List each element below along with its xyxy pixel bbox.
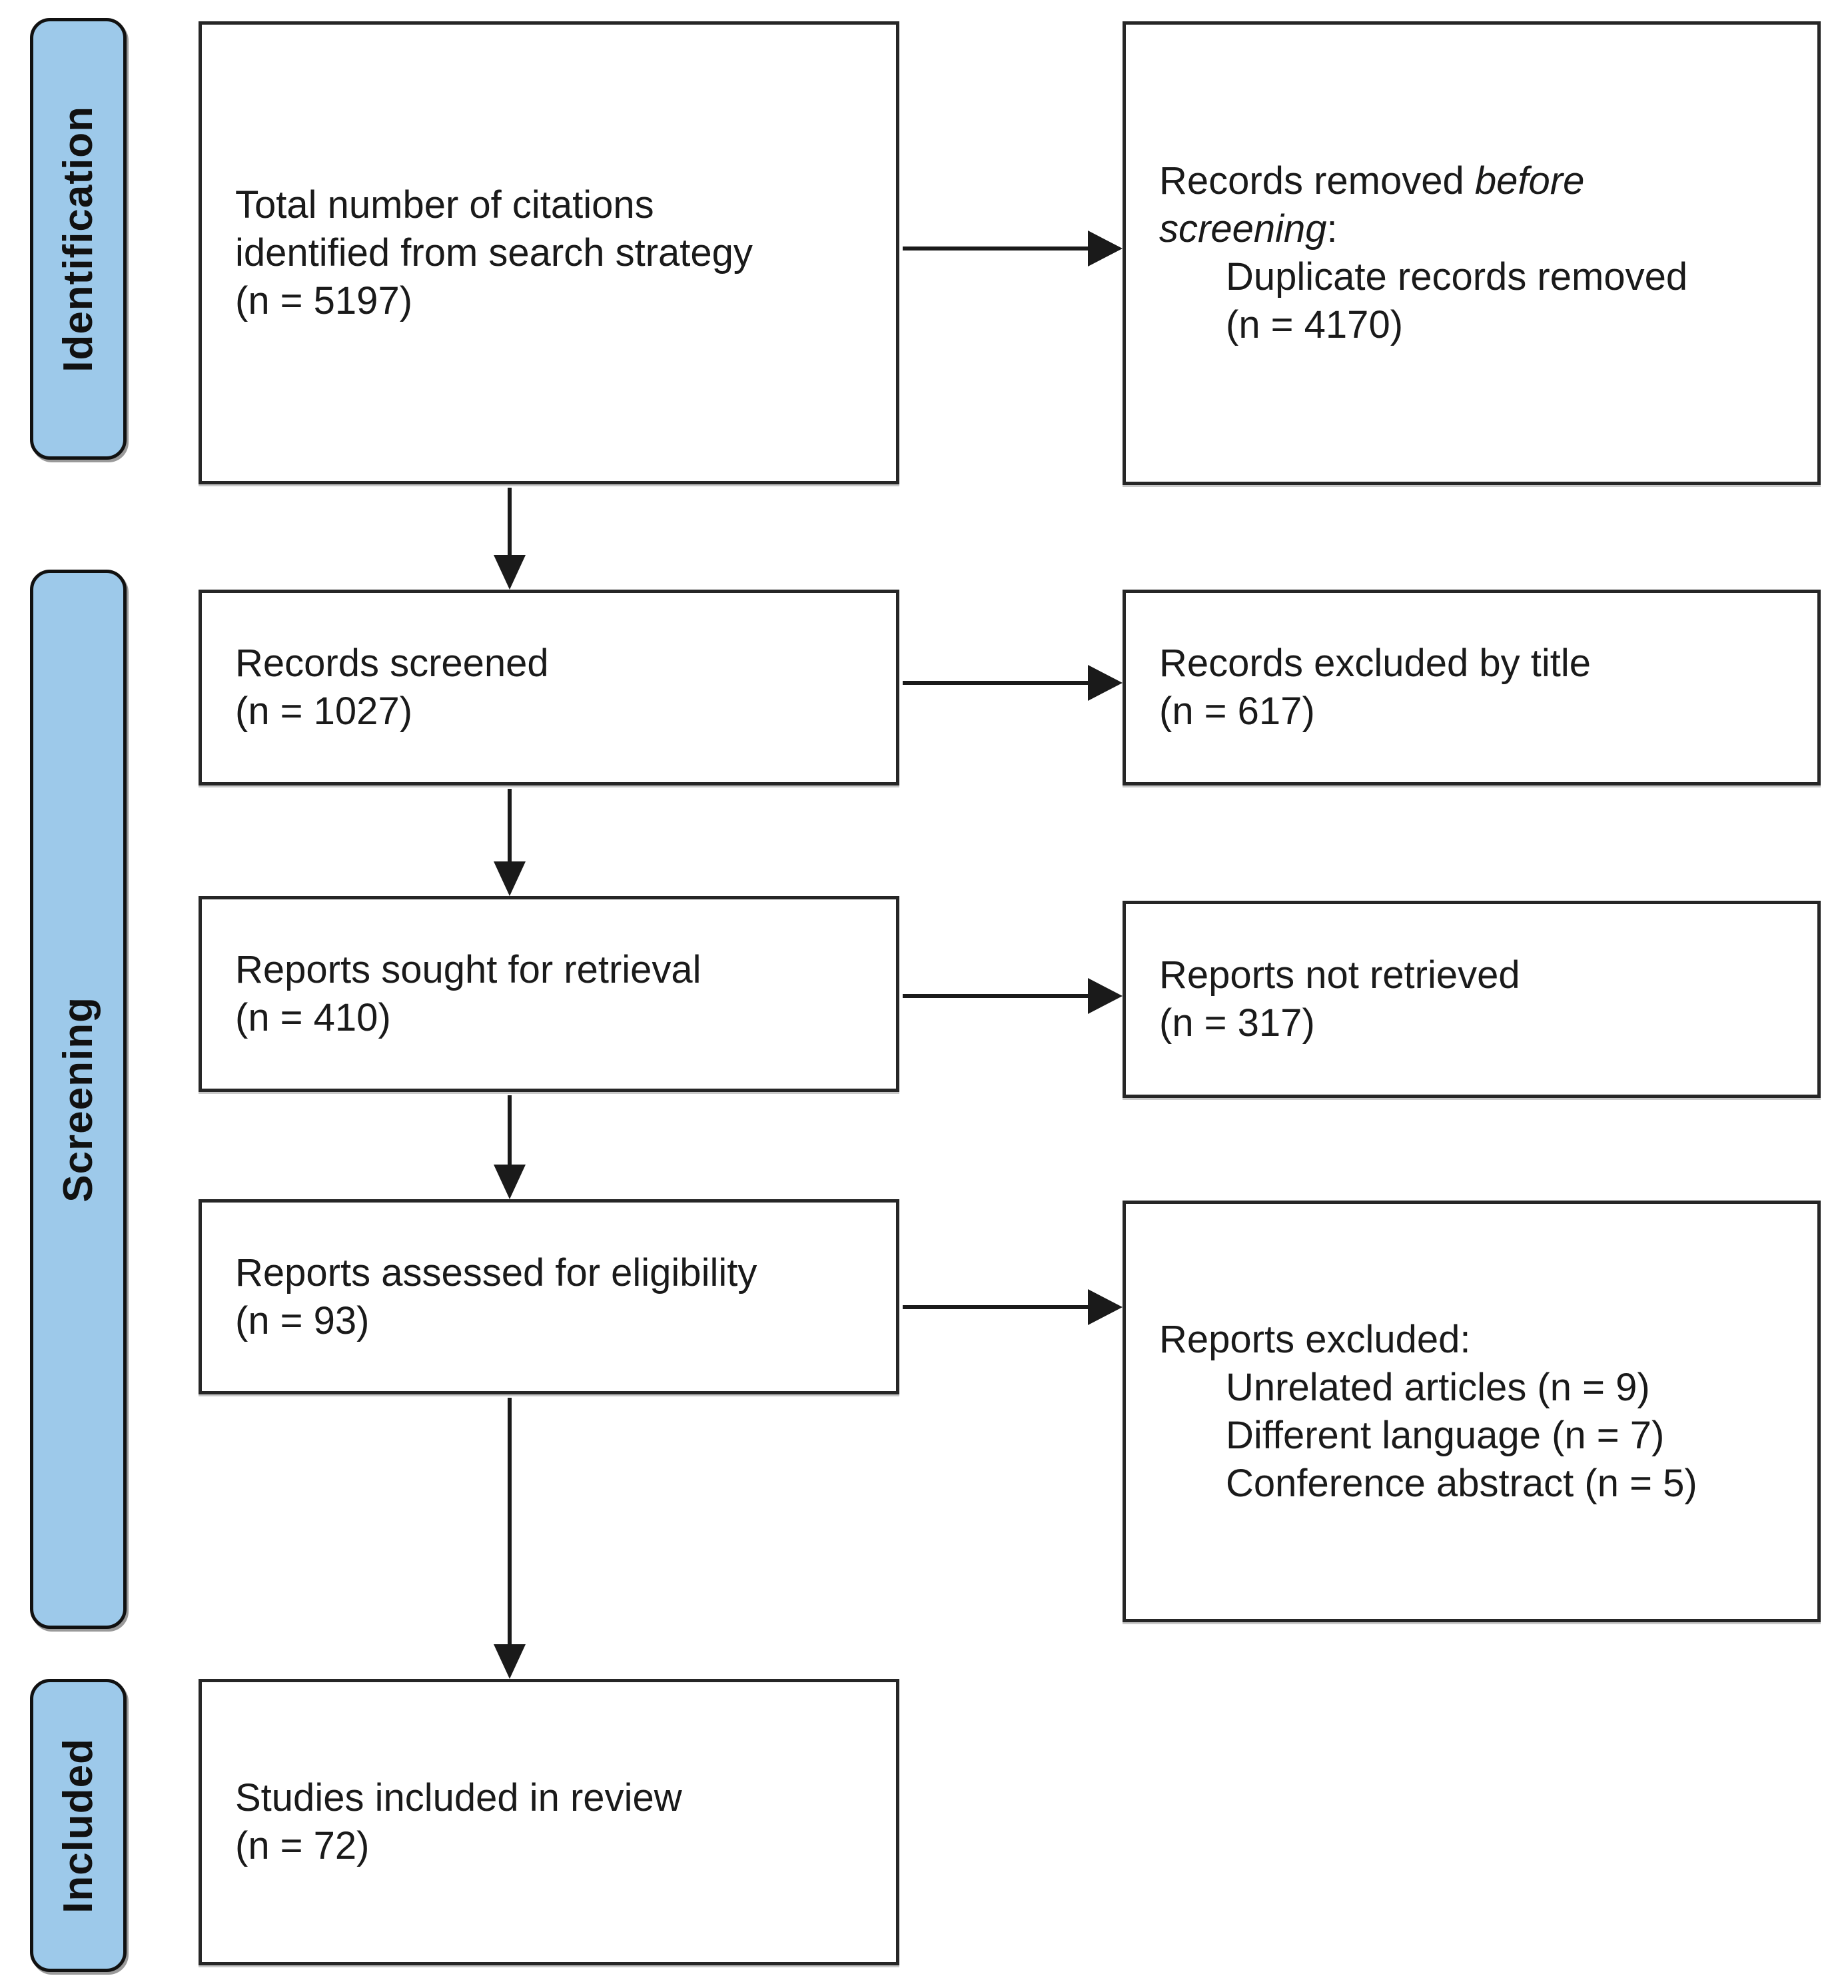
stage-identification: Identification	[30, 18, 127, 460]
box-records-screened: Records screened (n = 1027)	[199, 590, 899, 785]
box-excluded-title-line-1: Records excluded by title	[1159, 642, 1591, 685]
box-reports-assessed-line-1: Reports assessed for eligibility	[235, 1250, 757, 1294]
box-reports-sought-count: (n = 410)	[235, 996, 391, 1039]
box-not-retrieved-count: (n = 317)	[1159, 1001, 1315, 1045]
arrow-citations-to-screened-line	[508, 488, 512, 558]
box-studies-included-line-1: Studies included in review	[235, 1776, 682, 1819]
box-reports-sought: Reports sought for retrieval (n = 410)	[199, 896, 899, 1092]
box-reports-excluded-item-1: Unrelated articles (n = 9)	[1226, 1365, 1650, 1409]
box-records-screened-count: (n = 1027)	[235, 690, 413, 733]
box-reports-excluded-heading: Reports excluded:	[1159, 1317, 1471, 1361]
arrow-screened-to-excluded-line	[903, 681, 1091, 685]
box-studies-included: Studies included in review (n = 72)	[199, 1679, 899, 1965]
arrow-sought-to-not-retrieved-line	[903, 994, 1091, 998]
records-removed-colon: :	[1326, 207, 1338, 250]
arrow-sought-to-assessed-head	[494, 1165, 526, 1199]
box-studies-included-count: (n = 72)	[235, 1824, 370, 1867]
arrow-assessed-to-included-line	[508, 1398, 512, 1647]
box-citations-count: (n = 5197)	[235, 278, 413, 322]
arrow-screened-to-sought-line	[508, 789, 512, 864]
stage-included: Included	[30, 1679, 127, 1972]
records-removed-italic-before: before	[1474, 159, 1585, 203]
arrow-citations-to-removed-line	[903, 247, 1091, 250]
box-reports-assessed-count: (n = 93)	[235, 1298, 370, 1342]
records-removed-normal-text: Records removed	[1159, 159, 1464, 203]
box-not-retrieved-line-1: Reports not retrieved	[1159, 953, 1520, 997]
box-records-removed-duplicates: Duplicate records removed	[1226, 255, 1688, 298]
box-records-removed-count: (n = 4170)	[1226, 303, 1404, 346]
box-records-removed-line-1: Records removed before	[1159, 157, 1805, 205]
box-reports-excluded-item-3: Conference abstract (n = 5)	[1226, 1461, 1697, 1505]
arrow-screened-to-excluded-head	[1088, 665, 1123, 701]
records-removed-italic-screening: screening	[1159, 207, 1327, 250]
box-citations-identified: Total number of citations identified fro…	[199, 21, 899, 484]
box-reports-excluded-item-2: Different language (n = 7)	[1226, 1413, 1665, 1457]
arrow-screened-to-sought-head	[494, 861, 526, 896]
box-records-excluded-by-title: Records excluded by title (n = 617)	[1123, 590, 1821, 785]
box-reports-assessed: Reports assessed for eligibility (n = 93…	[199, 1199, 899, 1394]
box-reports-not-retrieved: Reports not retrieved (n = 317)	[1123, 901, 1821, 1098]
box-records-removed-before-screening: Records removed before screening: Duplic…	[1123, 21, 1821, 485]
arrow-sought-to-not-retrieved-head	[1088, 978, 1123, 1014]
arrow-citations-to-screened-head	[494, 555, 526, 590]
box-records-screened-line-1: Records screened	[235, 642, 549, 685]
box-citations-line-1: Total number of citations	[235, 183, 654, 227]
arrow-sought-to-assessed-line	[508, 1095, 512, 1167]
arrow-assessed-to-included-head	[494, 1644, 526, 1679]
box-citations-line-2: identified from search strategy	[235, 231, 753, 274]
stage-identification-label: Identification	[55, 105, 101, 372]
box-excluded-title-count: (n = 617)	[1159, 690, 1315, 733]
arrow-assessed-to-excluded-line	[903, 1305, 1091, 1309]
box-reports-sought-line-1: Reports sought for retrieval	[235, 948, 701, 991]
arrow-citations-to-removed-head	[1088, 231, 1123, 266]
stage-included-label: Included	[55, 1738, 101, 1913]
box-records-removed-line-2: screening:	[1159, 205, 1805, 253]
box-reports-excluded: Reports excluded: Unrelated articles (n …	[1123, 1201, 1821, 1622]
stage-screening: Screening	[30, 570, 127, 1629]
arrow-assessed-to-excluded-head	[1088, 1289, 1123, 1325]
stage-screening-label: Screening	[55, 996, 101, 1203]
